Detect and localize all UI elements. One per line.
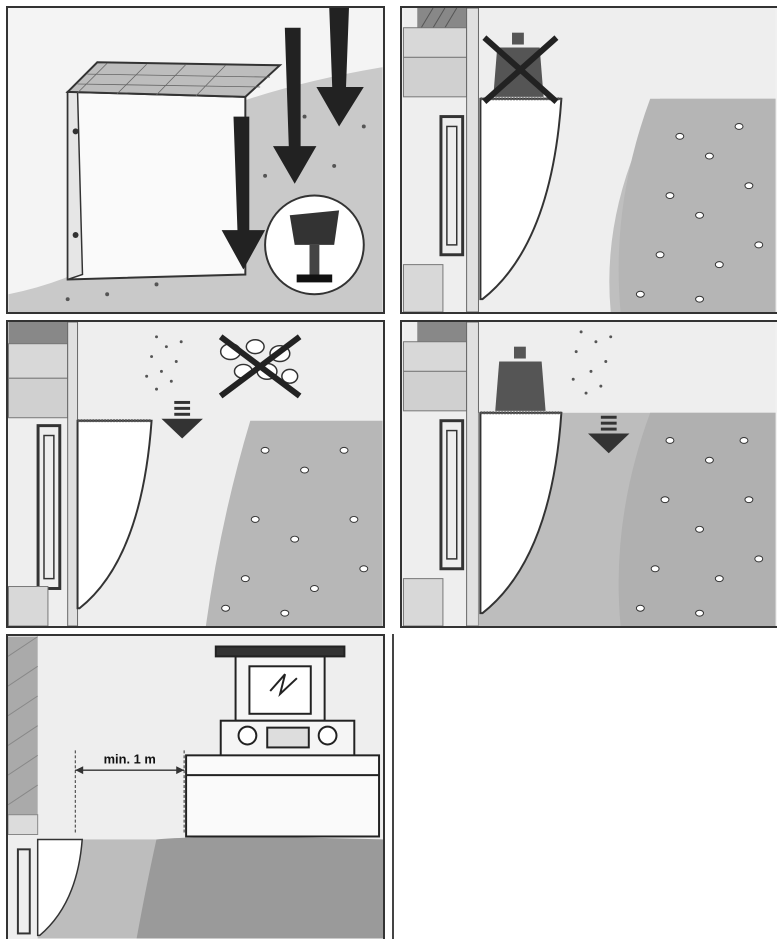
load-fill-illustration [402, 322, 777, 626]
panel-compaction [6, 6, 385, 314]
panel-load-fill [400, 320, 777, 628]
fine-fill-illustration [8, 322, 383, 626]
panel-no-load [400, 6, 777, 314]
distance-label: min. 1 m [104, 751, 156, 766]
compaction-illustration [8, 8, 383, 312]
panel-fine-fill [6, 320, 385, 628]
column-divider [392, 634, 394, 939]
no-load-illustration [402, 8, 777, 312]
bulldozer-illustration: min. 1 m [8, 636, 383, 939]
panel-bulldozer-distance: min. 1 m [6, 634, 385, 939]
